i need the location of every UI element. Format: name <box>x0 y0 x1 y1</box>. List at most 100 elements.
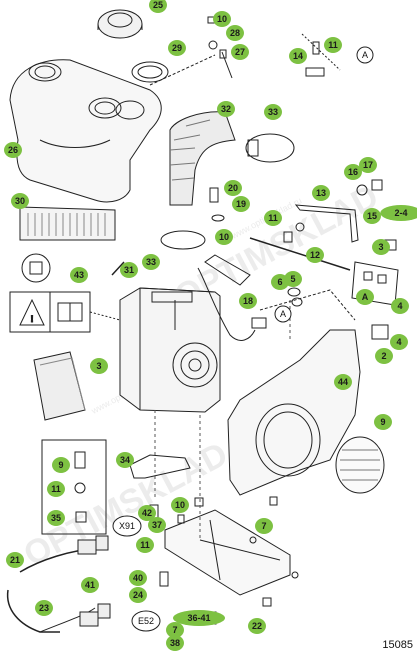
drawing-number: 15085 <box>382 639 413 651</box>
callout-bubble <box>380 205 417 221</box>
callout-bubble <box>173 610 225 626</box>
callout-33: 33 <box>142 254 160 270</box>
callout-label: 28 <box>230 28 240 38</box>
callout-bubble <box>47 510 65 526</box>
callout-13: 13 <box>312 185 330 201</box>
callout-label: 44 <box>338 377 348 387</box>
ref-x91 <box>112 515 142 537</box>
callout-label: 20 <box>228 183 238 193</box>
callout-label: 9 <box>380 417 385 427</box>
callout-36-41: 36-41 <box>173 610 225 626</box>
callout-11: 11 <box>136 537 154 553</box>
callout-bubble <box>129 570 147 586</box>
callout-bubble <box>90 358 108 374</box>
callout-bubble <box>390 334 408 350</box>
callout-25: 25 <box>149 0 167 13</box>
svg-text:!: ! <box>31 314 34 324</box>
callout-bubble <box>116 452 134 468</box>
callout-label: 34 <box>120 455 130 465</box>
callout-15: 15 <box>363 208 381 224</box>
callout-label: 41 <box>85 580 95 590</box>
callout-bubble <box>213 11 231 27</box>
callout-bubble <box>374 414 392 430</box>
callout-label: 18 <box>243 296 253 306</box>
callout-bubble <box>239 293 257 309</box>
callout-label: 29 <box>172 43 182 53</box>
hose-clamp <box>245 133 295 163</box>
callout-3: 3 <box>372 239 390 255</box>
callout-2: 2 <box>375 348 393 364</box>
callout-bubble <box>231 44 249 60</box>
callout-7: 7 <box>255 518 273 534</box>
callout-label: 11 <box>140 540 150 550</box>
callout-28: 28 <box>226 25 244 41</box>
callout-label: 14 <box>293 51 303 61</box>
callout-label: 9 <box>58 460 63 470</box>
callout-label: 30 <box>15 196 25 206</box>
callout-10: 10 <box>215 229 233 245</box>
callout-label: 4 <box>397 301 402 311</box>
callout-label: 10 <box>219 232 229 242</box>
callout-bubble <box>289 48 307 64</box>
callout-label: 23 <box>39 603 49 613</box>
ref-label: E52 <box>138 616 154 626</box>
ref-label: A <box>362 50 368 60</box>
callout-label: 19 <box>236 199 246 209</box>
callout-label: 32 <box>221 104 231 114</box>
callout-22: 22 <box>248 618 266 634</box>
reference-labels: A A X91 E52 <box>112 46 374 632</box>
callout-4: 4 <box>391 298 409 314</box>
callout-label: 17 <box>363 160 373 170</box>
callout-label: 11 <box>268 213 278 223</box>
callout-label: 2 <box>381 351 386 361</box>
callout-label: A <box>362 292 369 302</box>
seal-ring <box>131 61 169 83</box>
callout-3: 3 <box>90 358 108 374</box>
callout-38: 38 <box>166 635 184 651</box>
callout-bubble <box>356 289 374 305</box>
callout-41: 41 <box>81 577 99 593</box>
callout-bubble <box>120 262 138 278</box>
callout-bubble <box>226 25 244 41</box>
callout-bubble <box>255 518 273 534</box>
callout-32: 32 <box>217 101 235 117</box>
ref-label: A <box>280 309 286 319</box>
ref-circle-a-top <box>356 46 374 64</box>
callout-label: 2-4 <box>394 208 407 218</box>
parts-detail-box <box>41 439 107 535</box>
callout-35: 35 <box>47 510 65 526</box>
callout-label: 33 <box>268 107 278 117</box>
callout-2-4: 2-4 <box>380 205 417 221</box>
callout-9: 9 <box>52 457 70 473</box>
callout-bubble <box>47 481 65 497</box>
flex-hose <box>169 111 236 206</box>
callout-bubble <box>6 552 24 568</box>
callout-label: 11 <box>51 484 61 494</box>
callout-bubble <box>284 271 302 287</box>
callout-label: 25 <box>153 0 163 10</box>
callout-label: 6 <box>277 277 282 287</box>
callout-bubble <box>215 229 233 245</box>
callout-bubble <box>148 517 166 533</box>
callout-23: 23 <box>35 600 53 616</box>
callout-40: 40 <box>129 570 147 586</box>
callout-label: 31 <box>124 265 134 275</box>
callout-bubble <box>372 239 390 255</box>
ref-label: X91 <box>119 521 135 531</box>
callout-bubble <box>232 196 250 212</box>
callout-17: 17 <box>359 157 377 173</box>
callout-bubble <box>142 254 160 270</box>
callout-bubble <box>264 104 282 120</box>
support-rod <box>249 237 351 271</box>
ref-e52 <box>131 610 161 632</box>
callout-7: 7 <box>166 622 184 638</box>
callout-label: 42 <box>142 508 152 518</box>
callout-label: 12 <box>310 250 320 260</box>
callout-31: 31 <box>120 262 138 278</box>
callout-bubble <box>312 185 330 201</box>
line-drawing: ! <box>6 9 399 633</box>
callout-29: 29 <box>168 40 186 56</box>
callout-11: 11 <box>47 481 65 497</box>
wiring-harness <box>197 267 256 341</box>
